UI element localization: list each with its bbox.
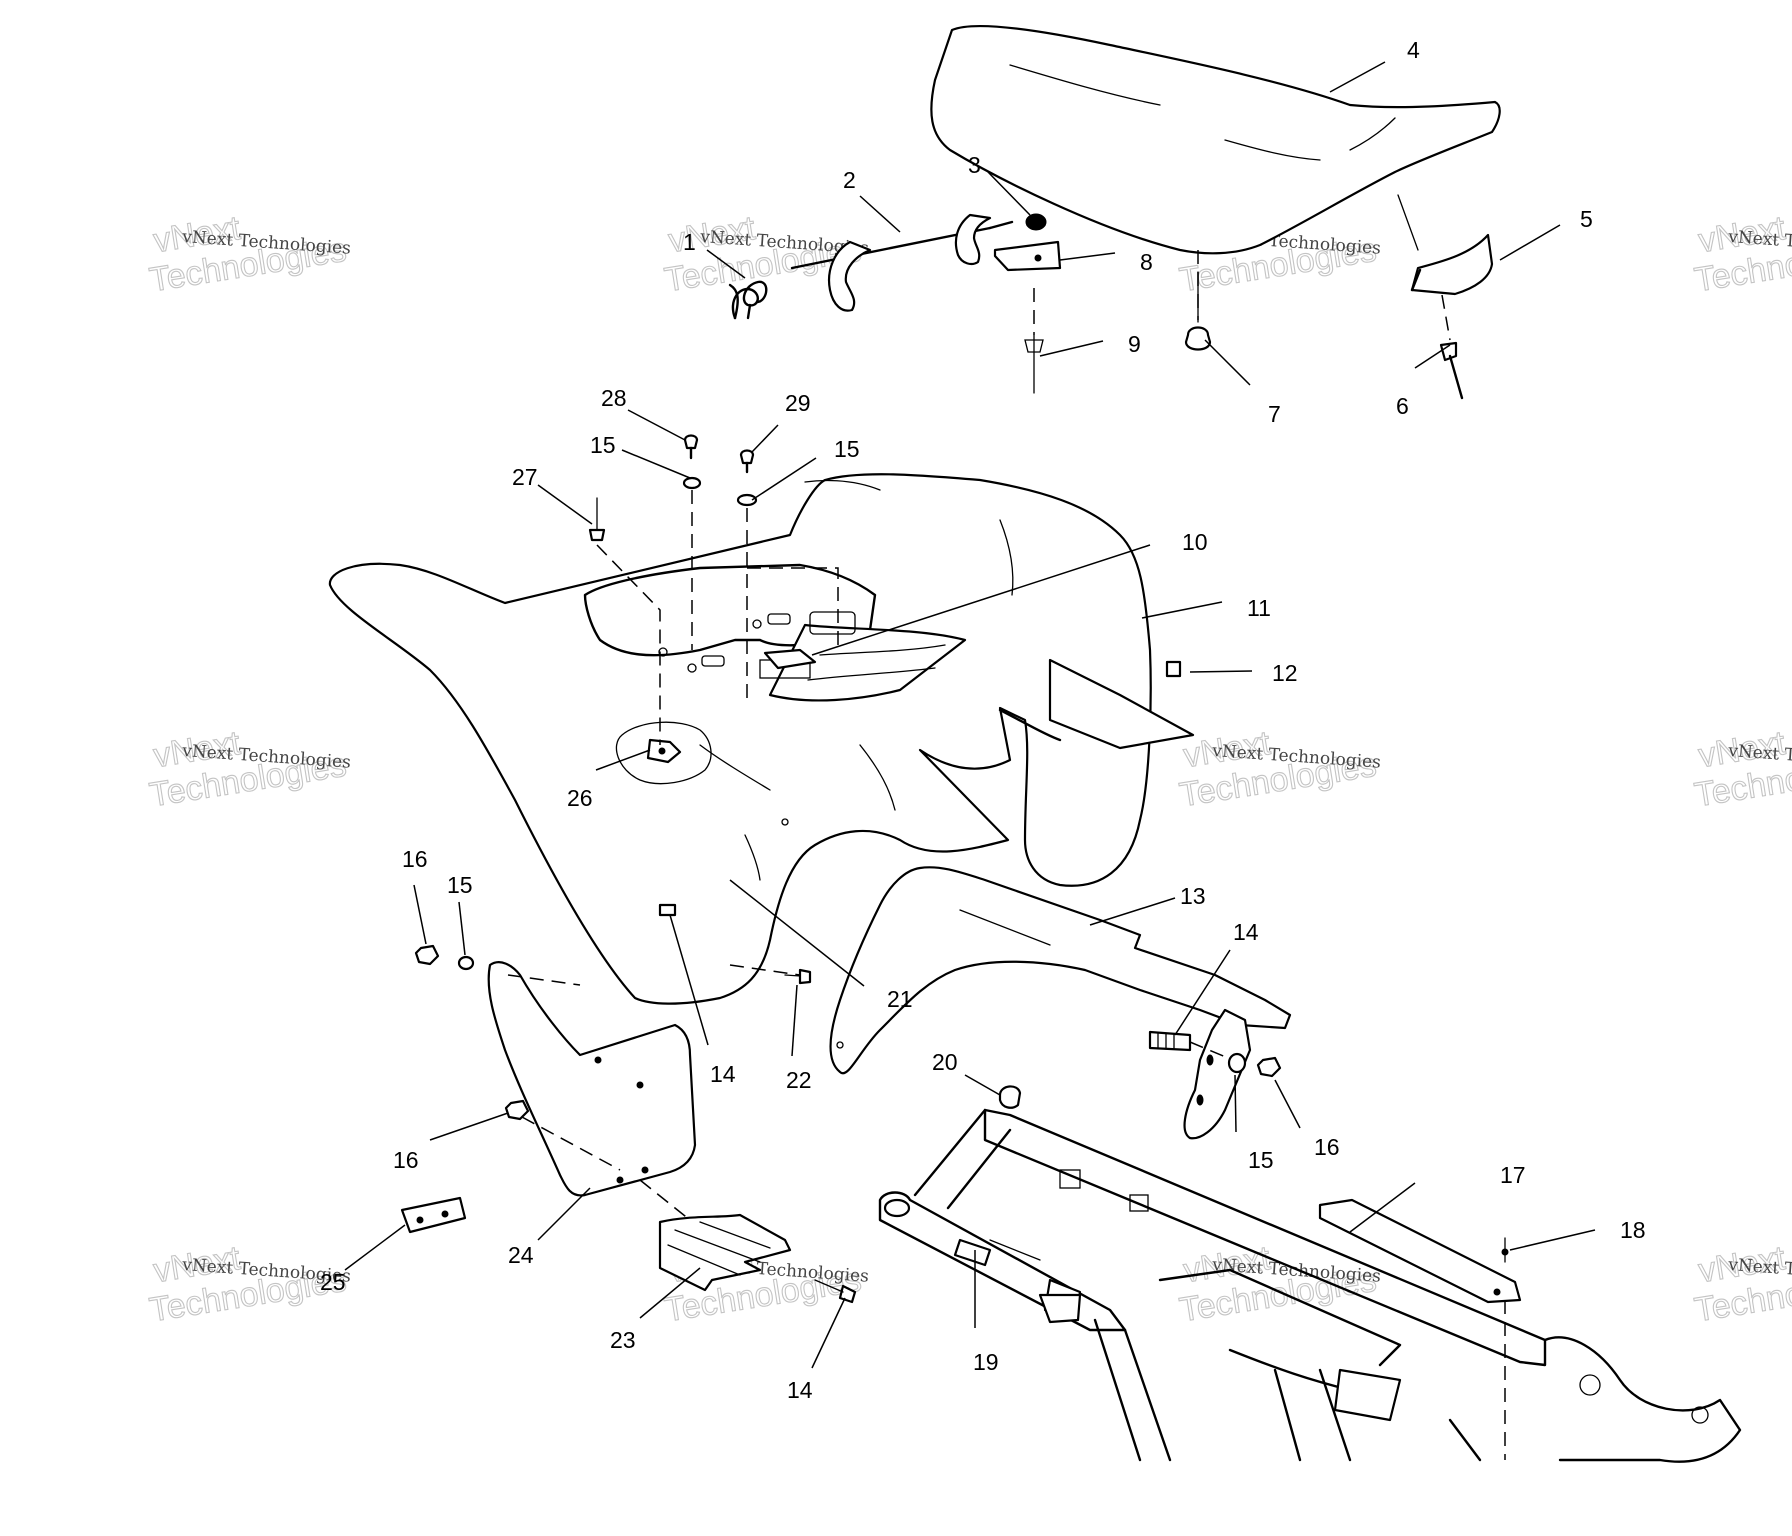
bolt-part-14-right — [1148, 1030, 1192, 1052]
latch-hook-part-2b — [954, 213, 992, 266]
callout-25: 25 — [320, 1269, 346, 1295]
grommet-part-20 — [998, 1085, 1022, 1109]
latch-screw-part-9 — [1024, 334, 1044, 394]
seat-clip-part-5 — [1397, 194, 1494, 296]
fastener-part-18 — [1501, 1237, 1509, 1263]
latch-hook-part-2a — [827, 240, 872, 312]
callout-9: 9 — [1128, 331, 1141, 357]
callout-15-right: 15 — [1248, 1147, 1274, 1173]
bolt-part-14-footrest — [814, 1279, 857, 1304]
callout-8: 8 — [1140, 249, 1153, 275]
callout-16-right: 16 — [1314, 1134, 1340, 1160]
footrest-part-23 — [658, 1213, 792, 1292]
nut-part-16-left — [414, 944, 440, 966]
callout-29: 29 — [785, 390, 811, 416]
callout-3: 3 — [968, 152, 981, 178]
seat-latch-assembly — [728, 213, 1062, 394]
washer-part-15-upper-left — [682, 476, 702, 490]
callout-15-upper-left: 15 — [590, 432, 616, 458]
frame-clip-part-19 — [953, 1238, 1082, 1324]
fender-panel-part-13 — [829, 866, 1292, 1075]
callout-18: 18 — [1620, 1217, 1646, 1243]
callout-labels: 1 2 3 4 5 6 7 8 9 10 11 12 13 14 14 14 1… — [320, 37, 1646, 1403]
callout-16-left: 16 — [402, 846, 428, 872]
callout-11: 11 — [1247, 595, 1271, 621]
bolt-part-22 — [784, 968, 812, 985]
latch-spring-part-1 — [731, 280, 768, 320]
mounting-bracket-part-13b — [1183, 1008, 1252, 1140]
fender-decal-part-10 — [763, 648, 817, 670]
callout-26: 26 — [567, 785, 593, 811]
callout-4: 4 — [1407, 37, 1420, 63]
rear-fender-part-11 — [328, 473, 1195, 1005]
callout-14-fender: 14 — [710, 1061, 736, 1087]
bolt-part-14-fender — [658, 903, 677, 917]
callout-24: 24 — [508, 1242, 534, 1268]
callout-2: 2 — [843, 167, 856, 193]
screw-part-29 — [739, 449, 755, 474]
callout-5: 5 — [1580, 206, 1593, 232]
callout-15-left: 15 — [447, 872, 473, 898]
callout-1: 1 — [683, 229, 696, 255]
callout-19: 19 — [973, 1349, 999, 1375]
clip-part-12 — [1165, 660, 1182, 678]
striker-plate-part-8 — [993, 240, 1062, 272]
assembly-lines — [507, 250, 1506, 1460]
reflector-plate-part-25 — [400, 1196, 467, 1234]
screw-part-28 — [683, 434, 699, 460]
frame-plate-part-17 — [1318, 1198, 1522, 1304]
clip-fastener-part-6 — [1439, 341, 1464, 400]
frame-assembly — [878, 1108, 1742, 1463]
callout-15-upper-right: 15 — [834, 436, 860, 462]
washer-part-15-left — [457, 955, 475, 971]
mud-flap-part-24 — [487, 961, 697, 1197]
latch-knob-part-3 — [1025, 213, 1047, 231]
callout-17: 17 — [1500, 1162, 1526, 1188]
latch-spring-tail — [728, 283, 752, 320]
callout-16-flap: 16 — [393, 1147, 419, 1173]
callout-27: 27 — [512, 464, 538, 490]
leader-lines — [344, 61, 1596, 1369]
washer-part-15-right — [1227, 1052, 1247, 1074]
callout-14-footrest: 14 — [787, 1377, 813, 1403]
nut-part-16-flap — [504, 1099, 530, 1121]
callout-20: 20 — [932, 1049, 958, 1075]
seat-part-4 — [930, 24, 1501, 255]
callout-21: 21 — [887, 986, 913, 1012]
callout-13: 13 — [1180, 883, 1206, 909]
callout-10: 10 — [1182, 529, 1208, 555]
callout-6: 6 — [1396, 393, 1409, 419]
callout-12: 12 — [1272, 660, 1298, 686]
callout-23: 23 — [610, 1327, 636, 1353]
callout-28: 28 — [601, 385, 627, 411]
fender-bracket-part-26 — [615, 721, 712, 785]
callout-22: 22 — [786, 1067, 812, 1093]
callout-14-right: 14 — [1233, 919, 1259, 945]
washer-part-15-upper-right — [736, 493, 758, 507]
callout-7: 7 — [1268, 401, 1281, 427]
nut-part-16-right — [1256, 1056, 1282, 1078]
screw-part-27 — [588, 497, 606, 542]
